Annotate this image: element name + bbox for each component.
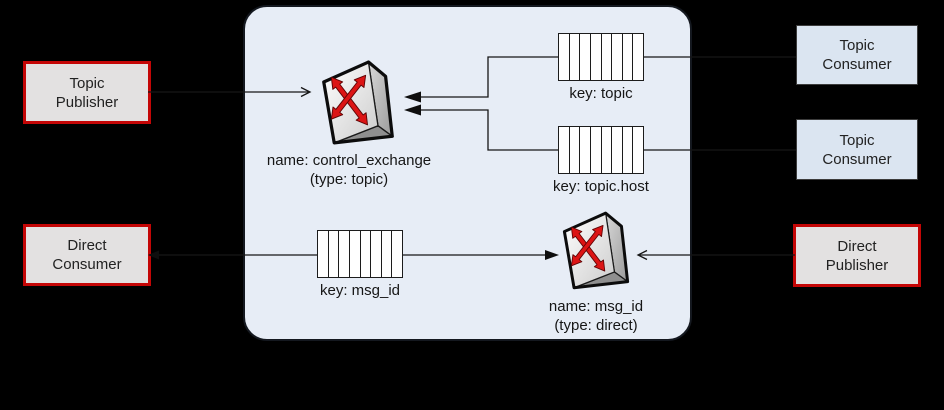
queue-topic-host: key: topic.host xyxy=(553,126,649,195)
queue-topic: key: topic xyxy=(558,33,644,102)
red-cross-arrow xyxy=(330,76,368,126)
direct-publisher-node: Direct Publisher xyxy=(793,224,921,287)
node-label-line: Topic xyxy=(839,37,875,54)
red-cross-arrow xyxy=(570,224,604,267)
control-exchange-node: name: control_exchange (type: topic) xyxy=(267,55,431,188)
exchange-type: (type: direct) xyxy=(554,317,638,334)
exchange-type: (type: topic) xyxy=(309,171,389,188)
queue-key-label: key: topic xyxy=(569,85,633,102)
queue-key-label: key: topic.host xyxy=(553,178,649,195)
node-label-line: Direct xyxy=(67,237,107,254)
red-cross-arrow xyxy=(330,74,367,120)
topic-publisher-node: Topic Publisher xyxy=(23,61,151,124)
queue-key-label: key: msg_id xyxy=(319,282,401,299)
topic-consumer-1-node: Topic Consumer xyxy=(796,25,918,85)
switch-exchange-icon xyxy=(562,211,630,290)
queue-icon xyxy=(317,230,403,278)
node-label-line: Consumer xyxy=(52,256,122,273)
topic-consumer-2-node: Topic Consumer xyxy=(796,119,918,180)
node-label-line: Direct xyxy=(837,237,877,255)
node-label-line: Consumer xyxy=(822,150,892,168)
direct-consumer-node: Direct Consumer xyxy=(23,224,151,286)
node-label-line: Publisher xyxy=(55,93,119,111)
queue-icon xyxy=(558,126,644,174)
switch-exchange-icon xyxy=(322,60,395,145)
queue-msg-id: key: msg_id xyxy=(317,230,403,299)
node-label-line: Publisher xyxy=(825,256,889,274)
red-cross-arrow xyxy=(570,226,606,272)
node-label-line: Topic xyxy=(69,74,105,92)
node-label-line: Consumer xyxy=(822,56,892,73)
queue-icon xyxy=(558,33,644,81)
direct-exchange-node: name: msg_id (type: direct) xyxy=(549,207,643,334)
exchange-name: name: control_exchange xyxy=(266,152,432,169)
exchange-label: name: msg_id (type: direct) xyxy=(549,297,643,335)
exchange-label: name: control_exchange (type: topic) xyxy=(267,151,431,189)
exchange-name: name: msg_id xyxy=(548,298,644,315)
node-label-line: Topic xyxy=(839,131,875,149)
